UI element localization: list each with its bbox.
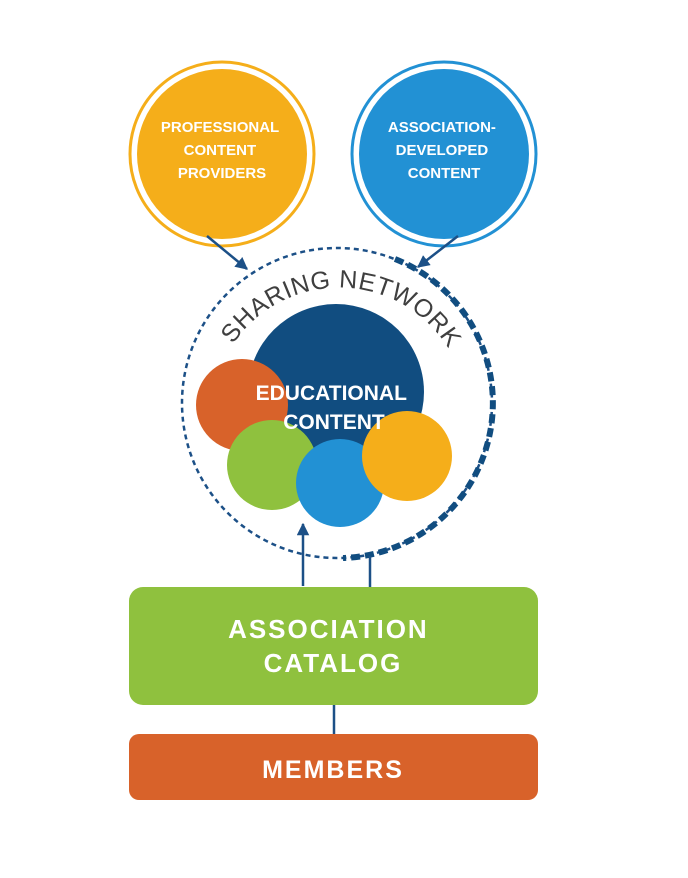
catalog-line-1: ASSOCIATION <box>228 614 429 644</box>
svg-text:ASSOCIATION CATALOG: ASSOCIATION CATALOG <box>228 614 438 678</box>
catalog-background <box>129 587 538 705</box>
providers-fill <box>137 69 307 239</box>
educational-line-1: EDUCATIONAL <box>256 382 407 405</box>
members-box: MEMBERS <box>129 734 538 800</box>
network-ring-thick <box>342 256 496 561</box>
svg-text:ASSOCIATION- DEVELOPED: ASSOCIATION- DEVELOPED CONTENT <box>388 119 500 182</box>
members-label: MEMBERS <box>262 756 404 784</box>
providers-line-1: PROFESSIONAL <box>161 119 279 136</box>
educational-line-2: CONTENT <box>283 411 385 434</box>
association-content-line-3: CONTENT <box>408 165 481 182</box>
association-content-to-network-arrow <box>417 235 459 268</box>
association-content-line-2: DEVELOPED <box>396 142 489 159</box>
association-content-fill <box>359 69 529 239</box>
association-developed-content-node: ASSOCIATION- DEVELOPED CONTENT <box>350 60 538 248</box>
professional-content-providers-node: PROFESSIONAL CONTENT PROVIDERS <box>128 60 316 248</box>
association-catalog-box: ASSOCIATION CATALOG <box>129 587 538 705</box>
svg-text:PROFESSIONAL CONTENT: PROFESSIONAL CONTENT PROVIDERS <box>161 119 283 182</box>
providers-line-2: CONTENT <box>184 142 257 159</box>
members-background <box>129 734 538 800</box>
providers-line-3: PROVIDERS <box>178 165 266 182</box>
light-blue-content-circle <box>296 439 384 527</box>
providers-to-network-arrow <box>206 235 248 270</box>
green-content-circle <box>227 420 317 510</box>
educational-content-cluster: EDUCATIONAL CONTENT <box>196 304 452 527</box>
sharing-network-ring <box>180 246 496 561</box>
yellow-content-circle <box>362 411 452 501</box>
catalog-line-2: CATALOG <box>264 648 403 678</box>
svg-text:EDUCATIONAL CONTENT: EDUCATIONAL CONTENT <box>256 382 413 434</box>
association-content-line-1: ASSOCIATION- <box>388 119 496 136</box>
